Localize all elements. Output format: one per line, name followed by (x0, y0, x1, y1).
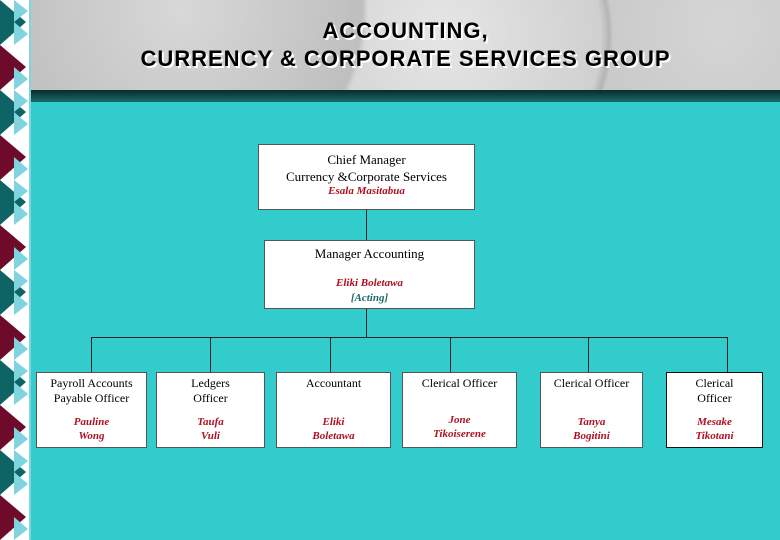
person-name: Jone (448, 414, 471, 426)
role-title: Officer (697, 391, 732, 405)
person-name: Bogitini (573, 430, 610, 442)
connector (588, 337, 589, 372)
connector (366, 308, 367, 337)
person-name: Tikoiserene (433, 428, 486, 440)
page-title-line1: ACCOUNTING, (322, 18, 489, 43)
page-title-line2: CURRENCY & CORPORATE SERVICES GROUP (140, 46, 671, 71)
connector (91, 337, 727, 338)
role-title: Clerical (695, 376, 734, 390)
connector (210, 337, 211, 372)
connector (450, 337, 451, 372)
role-title: Clerical Officer (421, 376, 498, 390)
person-name: Tanya (577, 416, 606, 428)
org-box-manager-accounting: Manager Accounting Eliki Boletawa [Actin… (264, 240, 475, 309)
role-title: Payable Officer (53, 391, 130, 405)
role-title: Payroll Accounts (50, 376, 133, 390)
org-box-staff: Ledgers Officer Taufa Vuli (156, 372, 265, 448)
person-name: Esala Masitabua (328, 185, 405, 197)
org-box-staff: Payroll Accounts Payable Officer Pauline… (36, 372, 147, 448)
connector (366, 209, 367, 240)
person-name: Pauline (73, 416, 110, 428)
org-box-staff: Clerical Officer Tanya Bogitini (540, 372, 643, 448)
role-title (403, 391, 516, 406)
org-box-staff: Clerical Officer Jone Tikoiserene (402, 372, 517, 448)
role-title: Clerical Officer (553, 376, 630, 390)
connector (727, 337, 728, 372)
header-divider (31, 90, 780, 102)
person-name: Wong (78, 430, 105, 442)
org-box-staff: Accountant Eliki Boletawa (276, 372, 391, 448)
role-title (541, 391, 642, 406)
person-name: Boletawa (312, 430, 355, 442)
person-name: Taufa (197, 416, 224, 428)
person-name: Eliki (322, 416, 345, 428)
acting-note: [Acting] (350, 292, 389, 304)
connector (91, 337, 92, 372)
role-title: Officer (193, 391, 228, 405)
person-name: Vuli (201, 430, 220, 442)
org-box-chief-manager: Chief Manager Currency &Corporate Servic… (258, 144, 475, 210)
role-title: Currency &Corporate Services (285, 169, 447, 184)
connector (330, 337, 331, 372)
role-title (277, 391, 390, 406)
role-title: Chief Manager (327, 152, 406, 167)
person-name: Tikotani (695, 430, 734, 442)
person-name: Eliki Boletawa (336, 277, 403, 289)
role-title: Ledgers (191, 376, 230, 390)
header-coin-banner (31, 0, 780, 90)
person-name: Mesake (697, 416, 732, 428)
role-title: Manager Accounting (314, 246, 425, 261)
role-title: Accountant (305, 376, 362, 390)
decorative-triangle-strip (0, 0, 31, 540)
org-box-staff: Clerical Officer Mesake Tikotani (666, 372, 763, 448)
